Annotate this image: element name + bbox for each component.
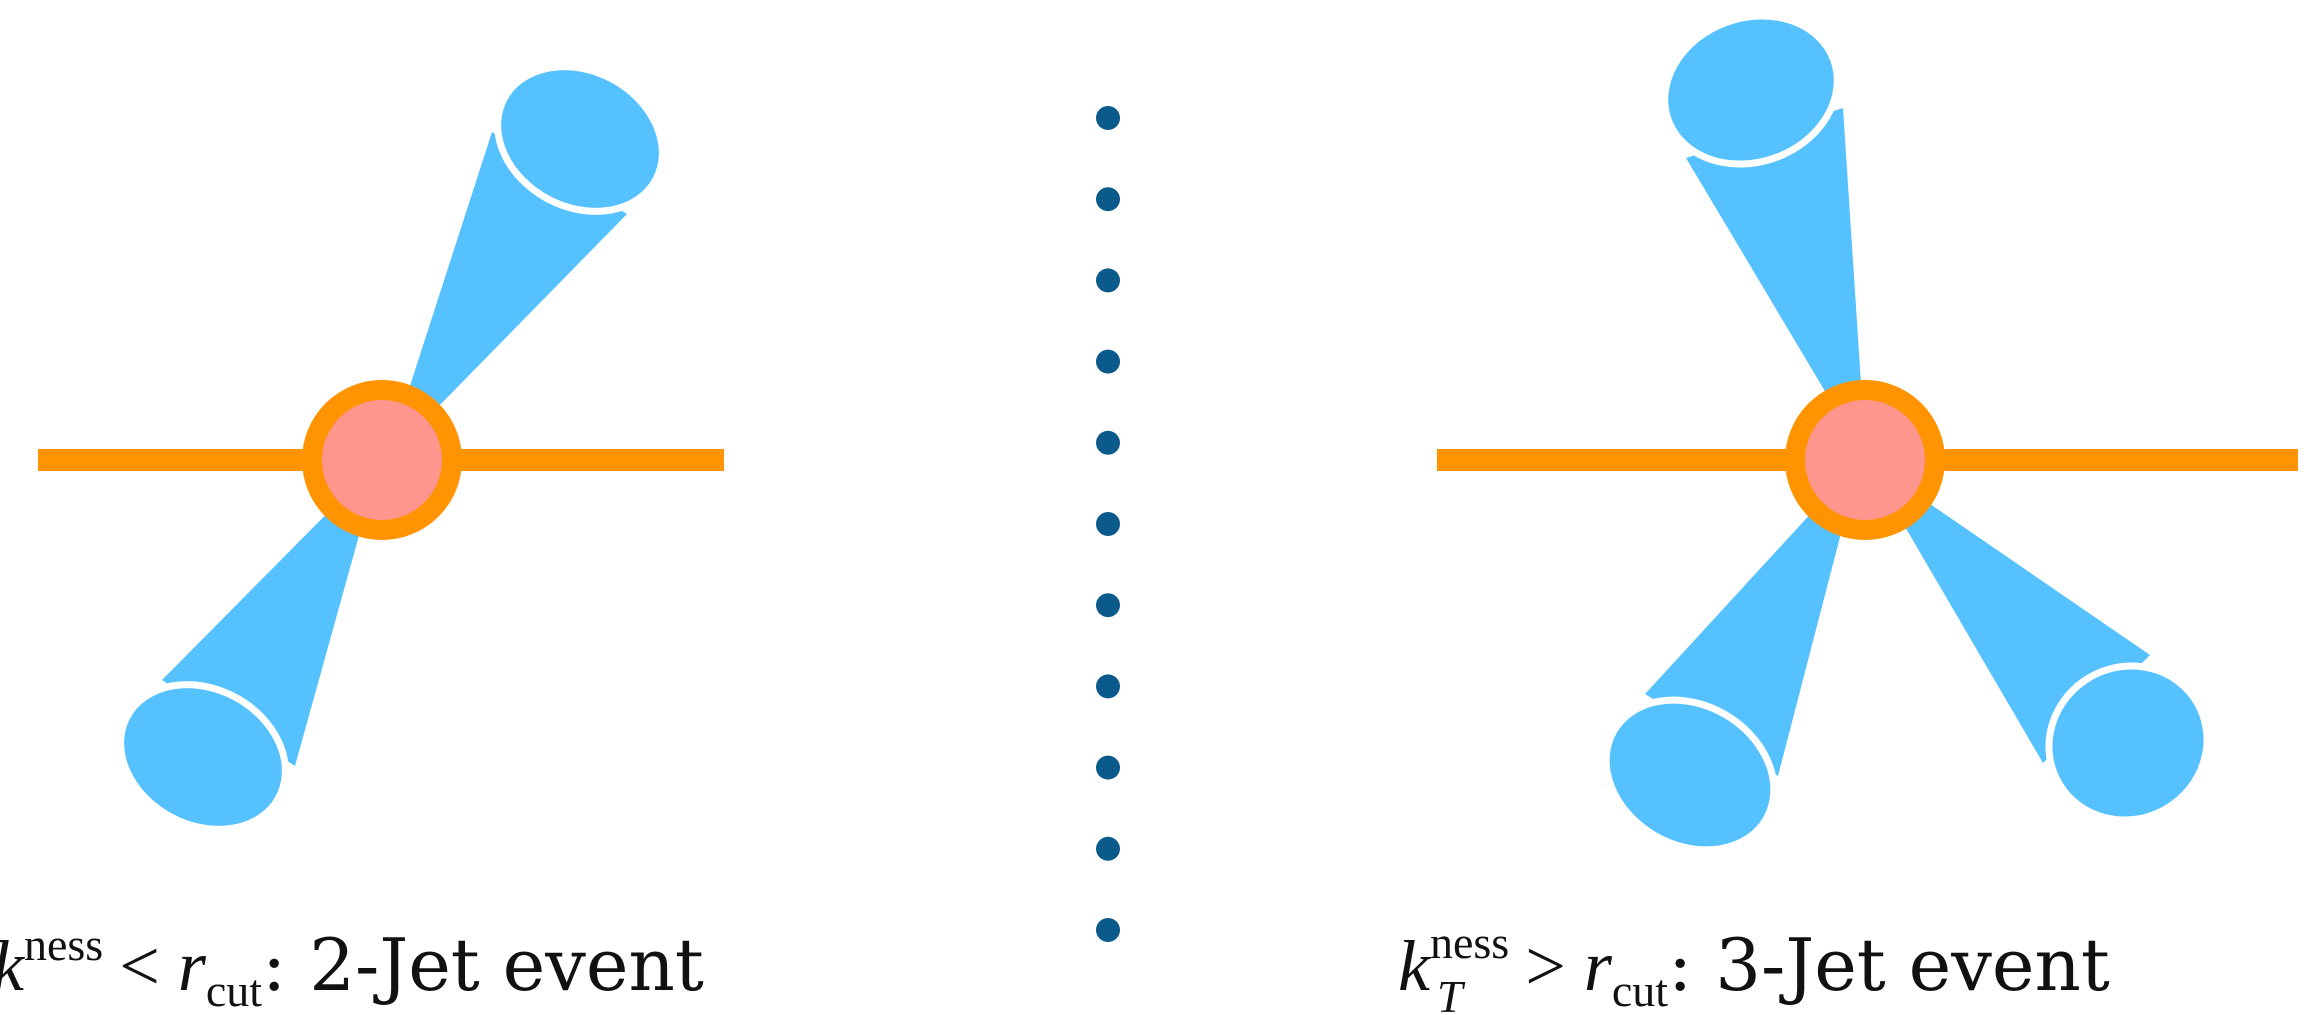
left-caption-symbol: k: [0, 926, 26, 1006]
left-caption-label: : 2-Jet event: [262, 923, 704, 1007]
separator-dots: [1096, 106, 1120, 942]
separator-dot: [1096, 593, 1120, 618]
separator-dot: [1096, 187, 1120, 212]
separator-dot: [1096, 430, 1120, 455]
left-caption-cut-symbol: r: [178, 926, 207, 1006]
left-caption: kness <rcut: 2-Jet event: [0, 919, 704, 1015]
right-jet-lower-left: [1602, 460, 1860, 854]
right-vertex: [1785, 380, 1945, 540]
separator-dot: [1096, 836, 1120, 861]
right-jet-lower-right: [1866, 460, 2211, 824]
separator-dot: [1096, 349, 1120, 374]
left-caption-relation: <: [119, 926, 160, 1006]
right-caption-superscript: ness: [1430, 917, 1509, 968]
right-caption-subscript: T: [1437, 971, 1466, 1015]
right-caption-cut-subscript: cut: [1612, 965, 1668, 1015]
right-caption: kness >rcut: 3-Jet event: [1398, 917, 2110, 1015]
left-jet-lower-left: [117, 460, 380, 833]
separator-dot: [1096, 674, 1120, 699]
right-event-diagram: [1437, 12, 2298, 854]
right-caption-label: : 3-Jet event: [1668, 923, 2110, 1007]
separator-dot: [1096, 106, 1120, 130]
right-caption-symbol: k: [1398, 926, 1432, 1006]
left-event-diagram: [38, 63, 724, 833]
right-jet-top: [1661, 12, 1866, 460]
left-jet-upper-right: [386, 63, 666, 460]
right-caption-cut-symbol: r: [1584, 926, 1613, 1006]
separator-dot: [1096, 755, 1120, 780]
separator-dot: [1096, 918, 1120, 942]
left-vertex: [302, 380, 462, 540]
left-caption-cut-subscript: cut: [206, 965, 262, 1015]
separator-dot: [1096, 268, 1120, 293]
separator-dot: [1096, 512, 1120, 536]
right-caption-relation: >: [1525, 926, 1566, 1006]
left-caption-superscript: ness: [24, 919, 103, 970]
